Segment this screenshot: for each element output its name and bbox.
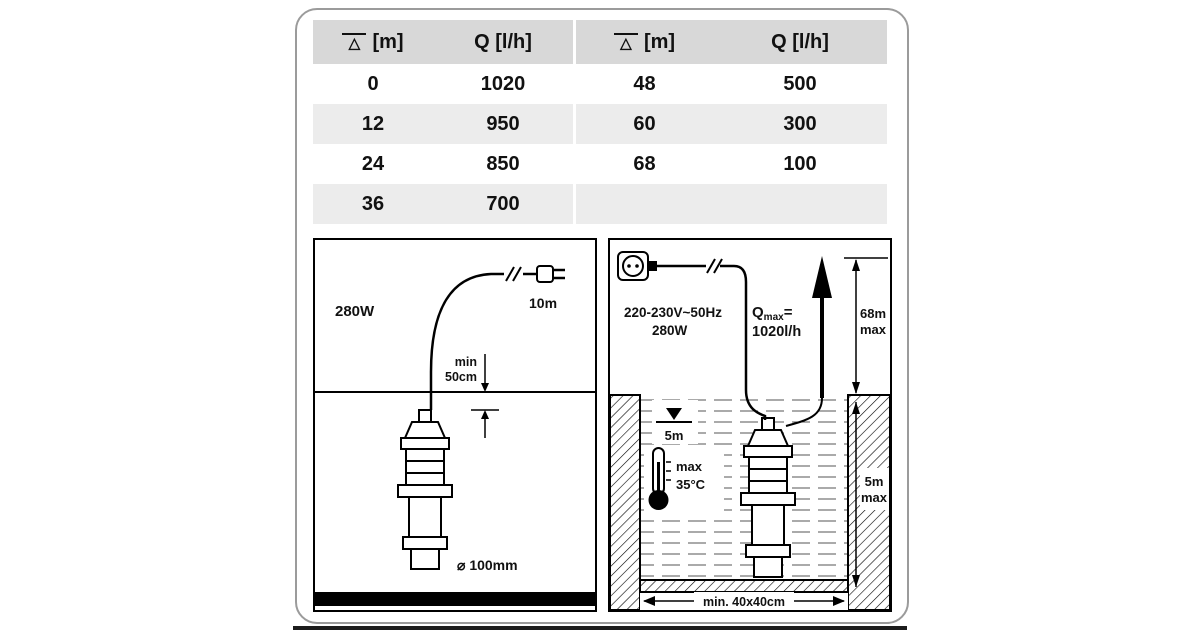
outlet-line: [785, 397, 823, 427]
head-suffix-label: max: [860, 322, 887, 337]
head-value: 36: [361, 192, 385, 215]
power-cable: [429, 272, 504, 410]
min-depth-label: min: [455, 355, 477, 369]
well-diagram: 68m max 5m max 5m: [608, 238, 892, 612]
pit-wall-left: [610, 394, 641, 610]
right-diagram-svg: 68m max 5m max 5m: [610, 251, 890, 610]
flow-value: 100: [783, 152, 817, 175]
flow-value: 950: [486, 112, 520, 135]
head-column-header: △ [m]: [313, 20, 433, 64]
table-header-row: △ [m] Q [l/h] △ [m] Q [l/h]: [313, 20, 887, 64]
flow-value: 1020: [480, 72, 526, 95]
power-label: 280W: [335, 303, 375, 320]
table-row: 0 1020 48 500: [313, 64, 887, 104]
flow-value: 850: [486, 152, 520, 175]
min-depth-value: 50cm: [445, 370, 477, 384]
depth-label-backing: [860, 468, 889, 510]
head-value: 60: [573, 104, 713, 144]
pit-size-backing: [694, 592, 794, 610]
level-value-label: 5m: [665, 428, 684, 443]
head-value-label: 68m: [860, 306, 886, 321]
head-unit: [m]: [643, 30, 676, 53]
spec-table: △ [m] Q [l/h] △ [m] Q [l/h] 0 1020 48: [313, 20, 887, 224]
flow-value: [713, 184, 887, 224]
plug-icon: [536, 265, 565, 283]
delivery-arrow: [812, 256, 832, 398]
flow-column-header: Q [l/h]: [771, 30, 829, 53]
pump-icon: [397, 409, 453, 570]
left-diagram-svg: 280W 10m min 50cm ⌀ 100mm: [315, 265, 595, 606]
overline: [342, 33, 367, 35]
water-level-icon: [656, 408, 692, 423]
cable-break-icon: [706, 258, 716, 274]
head-value: 24: [361, 152, 385, 175]
cable-break-icon: [713, 258, 723, 274]
head-value: 12: [361, 112, 385, 135]
overline: [613, 33, 638, 35]
flow-column-header: Q [l/h]: [474, 30, 532, 53]
head-dimension: [844, 257, 888, 394]
cable-break-icon: [512, 266, 522, 282]
depth-suffix-label: max: [861, 490, 888, 505]
bottom-edge-bar: [293, 626, 907, 630]
power-cable: [720, 264, 767, 420]
head-value: 68: [573, 144, 713, 184]
voltage-label: 220-230V~50Hz: [624, 305, 722, 320]
head-value: 0: [367, 72, 379, 95]
power-label: 280W: [652, 323, 688, 338]
qmax-label: Qmax=: [752, 304, 793, 323]
depth-dimension: [852, 402, 860, 587]
installation-diagram: 280W 10m min 50cm ⌀ 100mm: [313, 238, 597, 612]
head-value: [573, 184, 713, 224]
ground-bar: [315, 592, 595, 606]
diameter-label: ⌀ 100mm: [457, 557, 518, 573]
head-column-header: △ [m]: [573, 20, 713, 64]
table-row: 24 850 68 100: [313, 144, 887, 184]
flow-value: 500: [783, 72, 817, 95]
flow-value: 700: [486, 192, 520, 215]
socket-icon: [617, 251, 649, 281]
min-depth-dimension: [471, 354, 499, 438]
cable-break-icon: [505, 266, 515, 282]
plug-icon: [649, 261, 657, 271]
pit-floor: [639, 579, 849, 593]
temp-label: max: [676, 459, 703, 474]
depth-value-label: 5m: [865, 474, 884, 489]
spec-panel: △ [m] Q [l/h] △ [m] Q [l/h] 0 1020 48: [295, 8, 909, 624]
head-value: 48: [573, 64, 713, 104]
table-row: 36 700: [313, 184, 887, 224]
thermometer-icon: [648, 447, 671, 510]
flow-value: 300: [783, 112, 817, 135]
head-symbol-icon: △: [613, 33, 638, 51]
cable-length-label: 10m: [529, 295, 557, 311]
pit-size-label: min. 40x40cm: [703, 595, 785, 609]
qmax-value: 1020l/h: [752, 324, 801, 340]
pump-icon: [740, 417, 796, 578]
head-symbol-icon: △: [342, 33, 367, 51]
table-row: 12 950 60 300: [313, 104, 887, 144]
temp-value-label: 35°C: [676, 477, 706, 492]
head-unit: [m]: [372, 30, 404, 53]
